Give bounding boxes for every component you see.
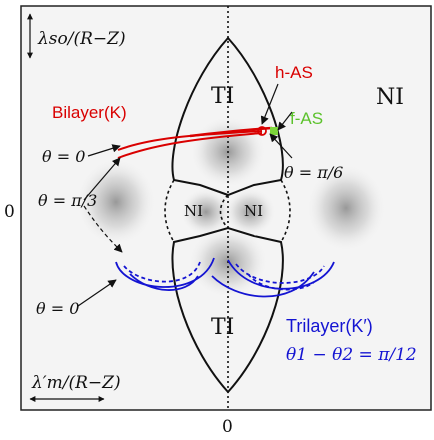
ti-bottom-label: TI (211, 315, 234, 340)
ni-left-boundary (164, 179, 175, 243)
fas-marker (270, 127, 278, 135)
bilayer-curve-upper (117, 130, 263, 151)
arrow-theta0-top (87, 144, 121, 157)
trilayer-arc-3 (227, 259, 335, 290)
fas-label: f-AS (290, 109, 323, 128)
scale-arrows (27, 13, 105, 402)
theta-0-top-label: θ = 0 (42, 147, 85, 166)
horizontal-axis-label: λ′m/(R−Z) (31, 373, 121, 393)
arrow-theta-pi3 (83, 157, 121, 201)
trilayer-arc-1 (115, 257, 215, 288)
trilayer-arc-6 (129, 273, 199, 291)
ni-outer-label: NI (376, 85, 404, 110)
ni-center-boundary (219, 194, 229, 229)
bilayer-curve-pi6 (189, 126, 273, 138)
trilayer-curves (115, 257, 335, 298)
origin-bottom-label: 0 (222, 417, 233, 437)
origin-left-label: 0 (4, 202, 15, 222)
pointer-arrows (77, 83, 293, 307)
trilayer-arc-4 (235, 263, 325, 284)
ni-right-label: NI (244, 202, 263, 220)
has-label: h-AS (275, 63, 313, 82)
theta-pi3-label: θ = π/3 (38, 191, 97, 210)
theta-0-bottom-label: θ = 0 (36, 299, 79, 318)
bilayer-curve-lower (117, 132, 263, 159)
bilayer-label: Bilayer(K) (52, 103, 127, 122)
arrow-fas (277, 111, 293, 131)
trilayer-arc-7 (247, 273, 315, 291)
arrow-theta-pi6 (269, 133, 293, 159)
has-marker (257, 126, 267, 136)
trilayer-arc-5 (211, 271, 315, 298)
bilayer-curves (117, 126, 273, 159)
ni-left-label: NI (184, 202, 203, 220)
theta-pi6-label: θ = π/6 (284, 163, 343, 182)
vertical-axis-label: λso/(R−Z) (37, 29, 126, 49)
ti-top-label: TI (211, 84, 234, 109)
arrow-has (260, 83, 279, 125)
trilayer-condition: θ1 − θ2 = π/12 (286, 345, 417, 365)
ni-right-boundary (280, 179, 291, 243)
arrow-theta0-bottom (77, 279, 117, 307)
trilayer-arc-2 (123, 261, 201, 283)
trilayer-label: Trilayer(K′) (286, 316, 373, 336)
